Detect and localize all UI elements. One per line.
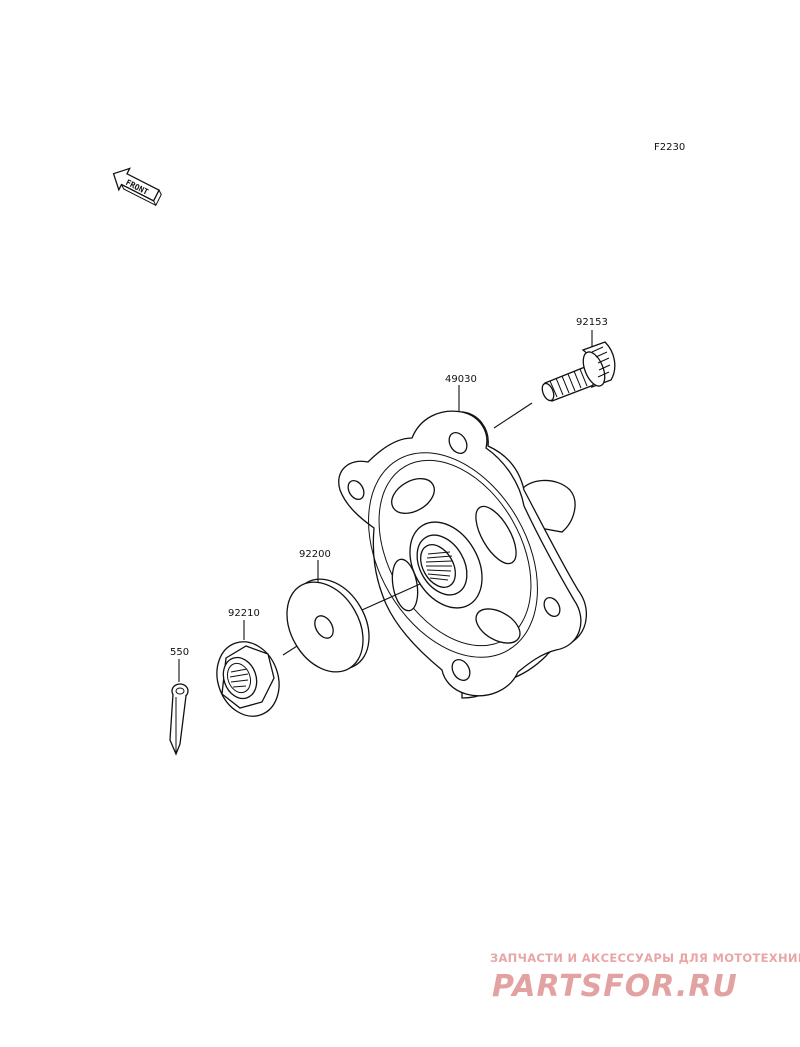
- part-label-92153: 92153: [576, 317, 608, 328]
- flange-nut-part: [216, 641, 280, 717]
- part-label-92210: 92210: [228, 608, 260, 619]
- wheel-stud-part: [541, 341, 616, 402]
- part-label-49030: 49030: [445, 374, 477, 385]
- washer-part: [286, 578, 370, 673]
- watermark-brand-logo: PARTSFOR.RU: [492, 969, 738, 1004]
- part-label-550: 550: [170, 647, 189, 658]
- watermark-tagline: ЗАПЧАСТИ И АКСЕССУАРЫ ДЛЯ МОТОТЕХНИКИ: [490, 951, 800, 965]
- diagram-ref-code: F2230: [654, 142, 685, 153]
- cotter-pin-part: [169, 683, 189, 756]
- axle-centerline-upper: [361, 583, 421, 611]
- hub-part: [338, 410, 588, 699]
- part-label-92200: 92200: [299, 549, 331, 560]
- stud-centerline: [493, 402, 533, 429]
- front-arrow-icon: FRONT: [112, 167, 162, 207]
